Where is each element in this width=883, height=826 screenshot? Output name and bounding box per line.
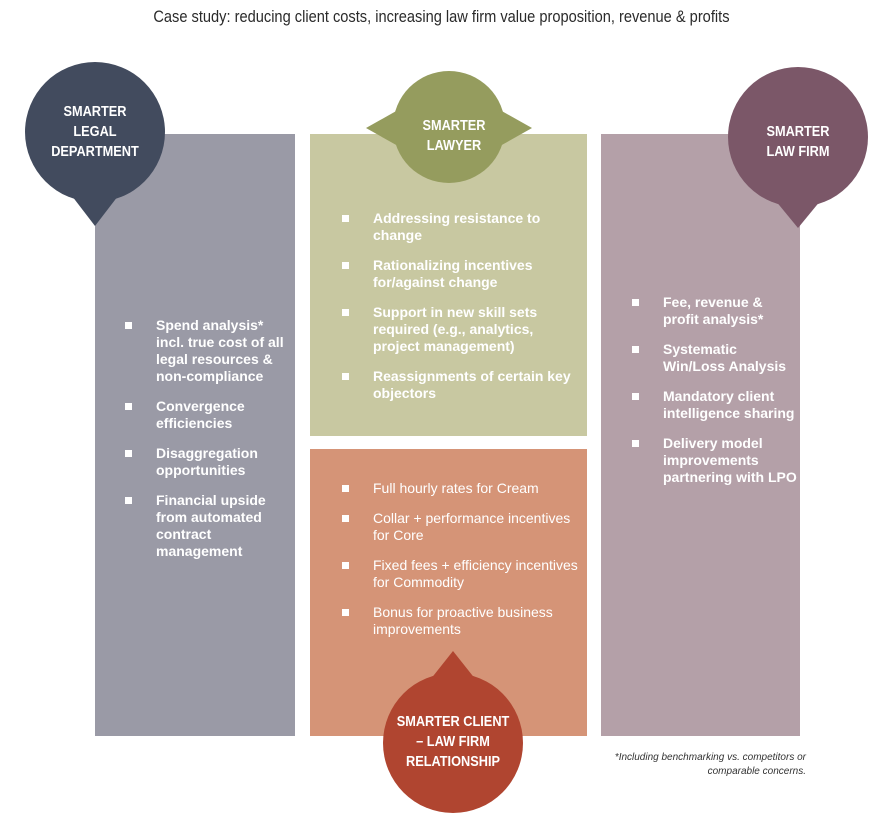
legal-department-list: Spend analysis* incl. true cost of all l…: [125, 317, 290, 573]
list-item: Fixed fees + efficiency incentives for C…: [342, 557, 582, 591]
relationship-bubble-pointer: [430, 651, 476, 680]
list-item: Addressing resistance to change: [342, 210, 582, 244]
legal-department-panel: [95, 134, 295, 736]
relationship-bubble: [383, 651, 523, 813]
list-item: Financial upside from automated contract…: [125, 492, 290, 560]
list-item: Full hourly rates for Cream: [342, 480, 582, 497]
list-item: Delivery model improvements partnering w…: [632, 435, 797, 486]
lawyer-bubble-pointer-right: [500, 110, 532, 146]
relationship-label: SMARTER CLIENT – LAW FIRM RELATIONSHIP: [396, 713, 510, 770]
relationship-list: Full hourly rates for Cream Collar + per…: [342, 480, 582, 651]
list-item: Support in new skill sets required (e.g.…: [342, 304, 582, 355]
list-item: Systematic Win/Loss Analysis: [632, 341, 797, 375]
law-firm-panel: [601, 134, 800, 736]
firm-bubble-pointer: [775, 200, 821, 228]
firm-bubble-circle: [728, 67, 868, 207]
list-item: Fee, revenue & profit analysis*: [632, 294, 797, 328]
list-item: Bonus for proactive business improvement…: [342, 604, 582, 638]
list-item: Disaggregation opportunities: [125, 445, 290, 479]
list-item: Convergence efficiencies: [125, 398, 290, 432]
relationship-bubble-circle: [383, 673, 523, 813]
lawyer-bubble-circle: [393, 71, 505, 183]
list-item: Spend analysis* incl. true cost of all l…: [125, 317, 290, 385]
lawyer-list: Addressing resistance to change Rational…: [342, 210, 582, 415]
legal-bubble-circle: [25, 62, 165, 202]
law-firm-label: SMARTER LAW FIRM: [766, 123, 830, 160]
law-firm-bubble: [728, 67, 868, 228]
lawyer-bubble-pointer-left: [366, 110, 398, 146]
law-firm-list: Fee, revenue & profit analysis* Systemat…: [632, 294, 797, 499]
legal-bubble-pointer: [72, 196, 118, 226]
footnote: *Including benchmarking vs. competitors …: [614, 752, 806, 777]
legal-department-label: SMARTER LEGAL DEPARTMENT: [51, 103, 139, 160]
lawyer-panel: [310, 134, 587, 436]
list-item: Rationalizing incentives for/against cha…: [342, 257, 582, 291]
legal-department-bubble: [25, 62, 165, 226]
list-item: Reassignments of certain key objectors: [342, 368, 582, 402]
lawyer-label: SMARTER LAWYER: [422, 117, 486, 154]
list-item: Mandatory client intelligence sharing: [632, 388, 797, 422]
list-item: Collar + performance incentives for Core: [342, 510, 582, 544]
page-title: Case study: reducing client costs, incre…: [153, 7, 730, 26]
lawyer-bubble: [366, 71, 532, 183]
